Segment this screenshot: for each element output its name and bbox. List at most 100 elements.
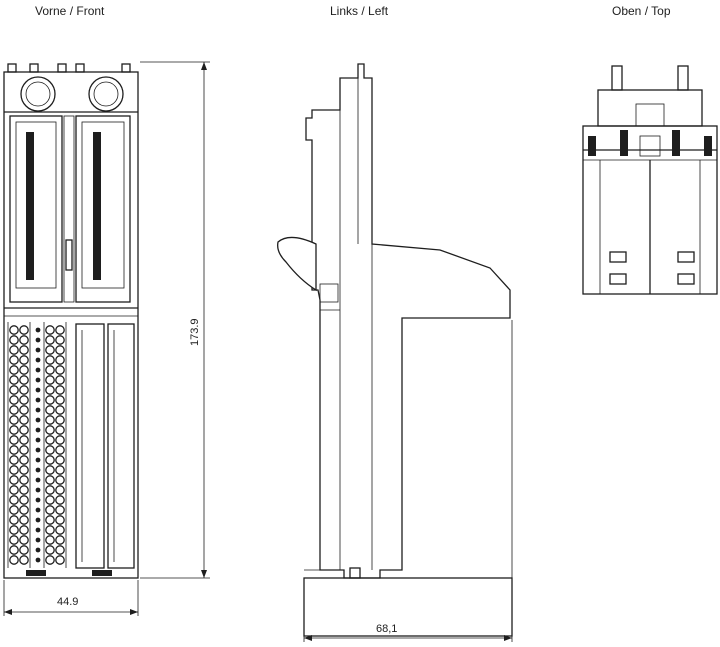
- terminal-circle: [45, 395, 55, 405]
- front-outline: [3, 71, 139, 579]
- terminal-circle: [19, 335, 29, 345]
- terminal-circle: [55, 535, 65, 545]
- front-screw-right: [88, 76, 124, 112]
- terminal-circle: [9, 505, 19, 515]
- terminal-circle: [19, 425, 29, 435]
- terminal-circle: [35, 357, 41, 363]
- height-arrow-top: [201, 62, 207, 70]
- terminal-circle: [55, 485, 65, 495]
- terminal-circle: [55, 415, 65, 425]
- top-band-mark: [672, 130, 680, 156]
- release-lever: [277, 236, 317, 292]
- terminal-circle: [19, 375, 29, 385]
- terminal-circle: [45, 465, 55, 475]
- terminal-circle: [35, 547, 41, 553]
- top-upper-block: [597, 89, 703, 127]
- terminal-circle: [19, 435, 29, 445]
- terminal-circle: [9, 365, 19, 375]
- terminal-circle: [35, 497, 41, 503]
- terminal-circle: [9, 395, 19, 405]
- front-view-label: Vorne / Front: [35, 4, 105, 18]
- terminal-circle: [19, 505, 29, 515]
- terminal-circle: [35, 507, 41, 513]
- terminal-circle: [35, 557, 41, 563]
- terminal-circle: [9, 325, 19, 335]
- terminal-circle: [9, 375, 19, 385]
- terminal-circle: [55, 475, 65, 485]
- terminal-circle: [19, 415, 29, 425]
- front-connector-right-pins: [93, 132, 101, 280]
- terminal-circle: [19, 555, 29, 565]
- terminal-circle: [35, 437, 41, 443]
- terminal-circle: [35, 327, 41, 333]
- width-arrow-left: [4, 609, 12, 615]
- terminal-circle: [55, 555, 65, 565]
- terminal-circle: [35, 407, 41, 413]
- front-center-rail: [63, 115, 75, 303]
- height-arrow-bottom: [201, 570, 207, 578]
- terminal-circle: [9, 515, 19, 525]
- terminal-circle: [35, 537, 41, 543]
- terminal-circle: [9, 495, 19, 505]
- top-view-label: Oben / Top: [612, 4, 671, 18]
- terminal-circle: [45, 405, 55, 415]
- front-top-tab: [75, 63, 85, 73]
- top-window: [677, 251, 695, 263]
- front-top-tab: [57, 63, 67, 73]
- terminal-circle: [55, 335, 65, 345]
- width-dimension-label: 44.9: [57, 596, 78, 608]
- front-connector-right: [75, 115, 131, 303]
- terminal-circle: [35, 467, 41, 473]
- terminal-circle: [55, 385, 65, 395]
- terminal-circle: [35, 477, 41, 483]
- terminal-circle: [9, 435, 19, 445]
- terminal-circle: [9, 335, 19, 345]
- terminal-circle: [9, 465, 19, 475]
- terminal-circle: [35, 427, 41, 433]
- terminal-circle: [55, 545, 65, 555]
- terminal-circle: [45, 555, 55, 565]
- terminal-circle: [19, 355, 29, 365]
- terminal-circle: [55, 425, 65, 435]
- top-band-center: [639, 135, 661, 157]
- front-blank-slot-right: [107, 323, 135, 569]
- terminal-circle: [9, 445, 19, 455]
- front-connector-left: [9, 115, 63, 303]
- side-profile-outline: [305, 63, 511, 579]
- terminal-circle: [19, 385, 29, 395]
- top-pin-right: [677, 65, 689, 91]
- terminal-circle: [55, 505, 65, 515]
- top-window: [609, 273, 627, 285]
- side-base: [303, 577, 513, 637]
- front-top-tab: [29, 63, 39, 73]
- front-blank-slot-left: [75, 323, 105, 569]
- terminal-circle: [55, 405, 65, 415]
- terminal-circle: [19, 535, 29, 545]
- top-window: [677, 273, 695, 285]
- terminal-circle: [9, 425, 19, 435]
- terminal-circle: [19, 545, 29, 555]
- front-screw-left-inner: [25, 81, 51, 107]
- front-center-latch: [65, 239, 73, 271]
- terminal-circle: [45, 385, 55, 395]
- terminal-circle: [55, 395, 65, 405]
- terminal-circle: [19, 445, 29, 455]
- terminal-circle: [19, 455, 29, 465]
- terminal-circle: [45, 435, 55, 445]
- terminal-circle: [55, 375, 65, 385]
- terminal-circle: [45, 475, 55, 485]
- terminal-circle: [35, 457, 41, 463]
- terminal-circle: [35, 417, 41, 423]
- terminal-circle: [35, 517, 41, 523]
- terminal-circle: [45, 515, 55, 525]
- terminal-circle: [9, 355, 19, 365]
- terminal-circle: [55, 435, 65, 445]
- terminal-circle: [35, 387, 41, 393]
- terminal-circle: [55, 365, 65, 375]
- front-connector-right-inner: [81, 121, 125, 289]
- front-terminal-block: [7, 322, 67, 568]
- terminal-circle: [9, 535, 19, 545]
- terminal-circle: [45, 545, 55, 555]
- terminal-circle: [45, 415, 55, 425]
- top-band-mark: [620, 130, 628, 156]
